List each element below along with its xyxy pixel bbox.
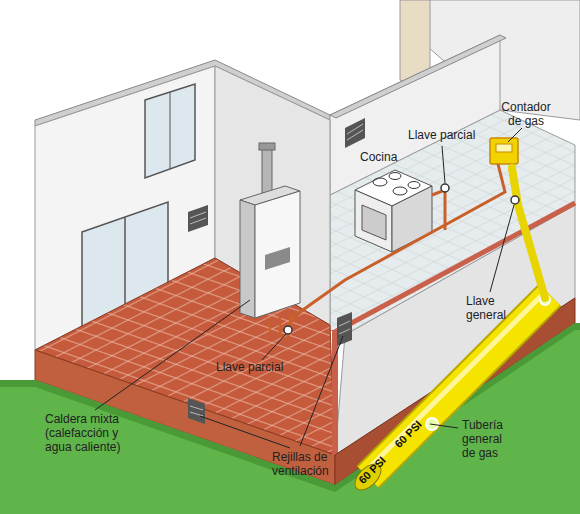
boiler-panel [265, 247, 290, 270]
part-label: Cocina [360, 150, 420, 164]
door-mullion [124, 217, 126, 318]
pipe-highlight [365, 292, 545, 472]
oven-door [362, 205, 386, 240]
flue-cap [259, 143, 275, 150]
leader-line [430, 424, 458, 428]
leader-line [442, 146, 445, 183]
boiler-front [255, 191, 300, 318]
valve [441, 184, 449, 192]
wall-top-edge [330, 35, 506, 118]
pressure-label: 60 PSI [355, 453, 388, 486]
leader-lines [95, 128, 522, 448]
leader-line [508, 128, 522, 142]
kitchen-wall [330, 35, 500, 195]
gas-meter [490, 138, 518, 164]
copper-pipe [432, 190, 445, 230]
burner [373, 178, 387, 186]
gas-riser [512, 168, 545, 298]
burner [408, 182, 420, 189]
valve [511, 196, 519, 204]
part-label: Contador de gas [496, 100, 556, 128]
window-mullion [170, 92, 171, 169]
part-label: Rejillas de ventilación [272, 450, 352, 478]
leader-line [300, 336, 343, 446]
grille [188, 398, 205, 424]
pressure-label: 60 PSI [391, 417, 424, 450]
boiler-side [240, 200, 255, 318]
burner [389, 173, 401, 180]
cut-wall-corner [332, 330, 338, 455]
part-label: Caldera mixta (calefacción y agua calien… [45, 412, 135, 454]
leader-line [262, 334, 286, 360]
valve [284, 326, 292, 334]
burner [393, 187, 407, 195]
part-label: Llave general [466, 294, 518, 322]
main-pipe-outline [368, 295, 550, 477]
part-label: Llave parcial [408, 128, 488, 142]
part-label: Tubería general de gas [462, 418, 514, 460]
flue-pipe [262, 148, 272, 193]
meter-dial [496, 144, 512, 152]
combi-boiler [240, 143, 300, 338]
leader-line [95, 300, 250, 410]
ventilation-grille [188, 118, 365, 424]
leader-line [490, 205, 514, 292]
grille-slats [190, 124, 363, 416]
part-label: Llave parcial [216, 360, 296, 374]
leader-line [200, 416, 290, 448]
stove-front [355, 190, 392, 252]
window [145, 84, 195, 178]
main-gas-pipe [368, 295, 550, 477]
